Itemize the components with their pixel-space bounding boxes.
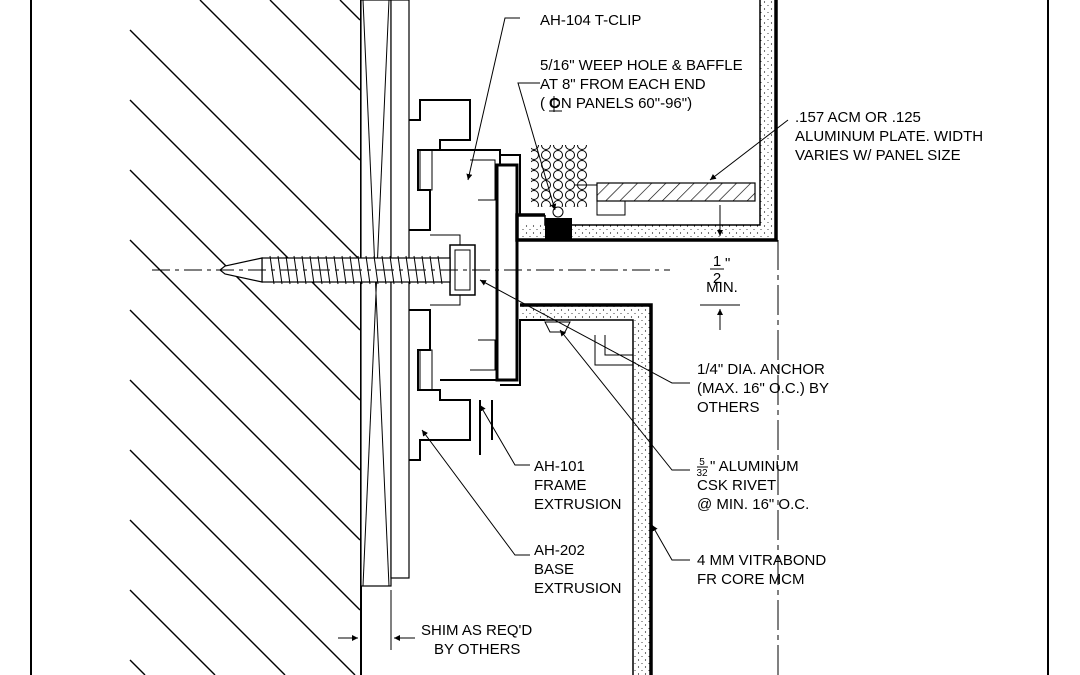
rivet-label-line3: @ MIN. 16" O.C. xyxy=(697,496,809,513)
base-label-line3: EXTRUSION xyxy=(534,580,622,597)
mcm-label-line2: FR CORE MCM xyxy=(697,571,805,588)
substrate-wall xyxy=(129,0,362,675)
t-clip-label: AH-104 T-CLIP xyxy=(540,12,641,29)
rivet-fraction-denominator: 32 xyxy=(696,468,708,479)
anchor-label-line3: OTHERS xyxy=(697,399,760,416)
anchor-label-line1: 1/4" DIA. ANCHOR xyxy=(697,361,825,378)
shim xyxy=(360,0,392,587)
weep-label-line2: AT 8" FROM EACH END xyxy=(540,76,706,93)
gap-min-label: MIN. xyxy=(706,279,738,296)
mcm-label-line1: 4 MM VITRABOND xyxy=(697,552,826,569)
frame-label-line1: AH-101 xyxy=(534,458,585,475)
frame-extrusion xyxy=(440,149,545,455)
sheet-border xyxy=(30,0,1049,675)
rivet-label-line1: " ALUMINUM xyxy=(710,458,799,475)
anchor-label-line2: (MAX. 16" O.C.) BY xyxy=(697,380,829,397)
plate-label-line1: .157 ACM OR .125 xyxy=(795,109,921,126)
gap-fraction-denominator: 2 xyxy=(713,270,721,287)
lower-mcm-panel xyxy=(520,303,653,675)
weep-label-line3: ( ON PANELS 60"-96") xyxy=(540,95,692,112)
base-label-line1: AH-202 xyxy=(534,542,585,559)
gap-dimension xyxy=(700,205,779,675)
rivet-fraction-numerator: 5 xyxy=(699,457,705,468)
shim-dimension xyxy=(338,590,415,650)
gap-fraction-numerator: 1 xyxy=(713,253,721,270)
shim-label-line1: SHIM AS REQ'D xyxy=(421,622,532,639)
rivet-label-line2: CSK RIVET xyxy=(697,477,776,494)
leader-lines xyxy=(421,17,789,561)
frame-label-line3: EXTRUSION xyxy=(534,496,622,513)
base-extrusion xyxy=(390,0,471,579)
plate-label-line2: ALUMINUM PLATE. WIDTH xyxy=(795,128,983,145)
frame-label-line2: FRAME xyxy=(534,477,587,494)
gap-inch-mark: " xyxy=(725,255,730,272)
base-label-line2: BASE xyxy=(534,561,574,578)
shim-label-line2: BY OTHERS xyxy=(434,641,520,658)
weep-label-line1: 5/16" WEEP HOLE & BAFFLE xyxy=(540,57,743,74)
plate-label-line3: VARIES W/ PANEL SIZE xyxy=(795,147,961,164)
upper-mcm-panel xyxy=(515,0,778,242)
centerline-symbol-icon: C xyxy=(549,95,562,112)
